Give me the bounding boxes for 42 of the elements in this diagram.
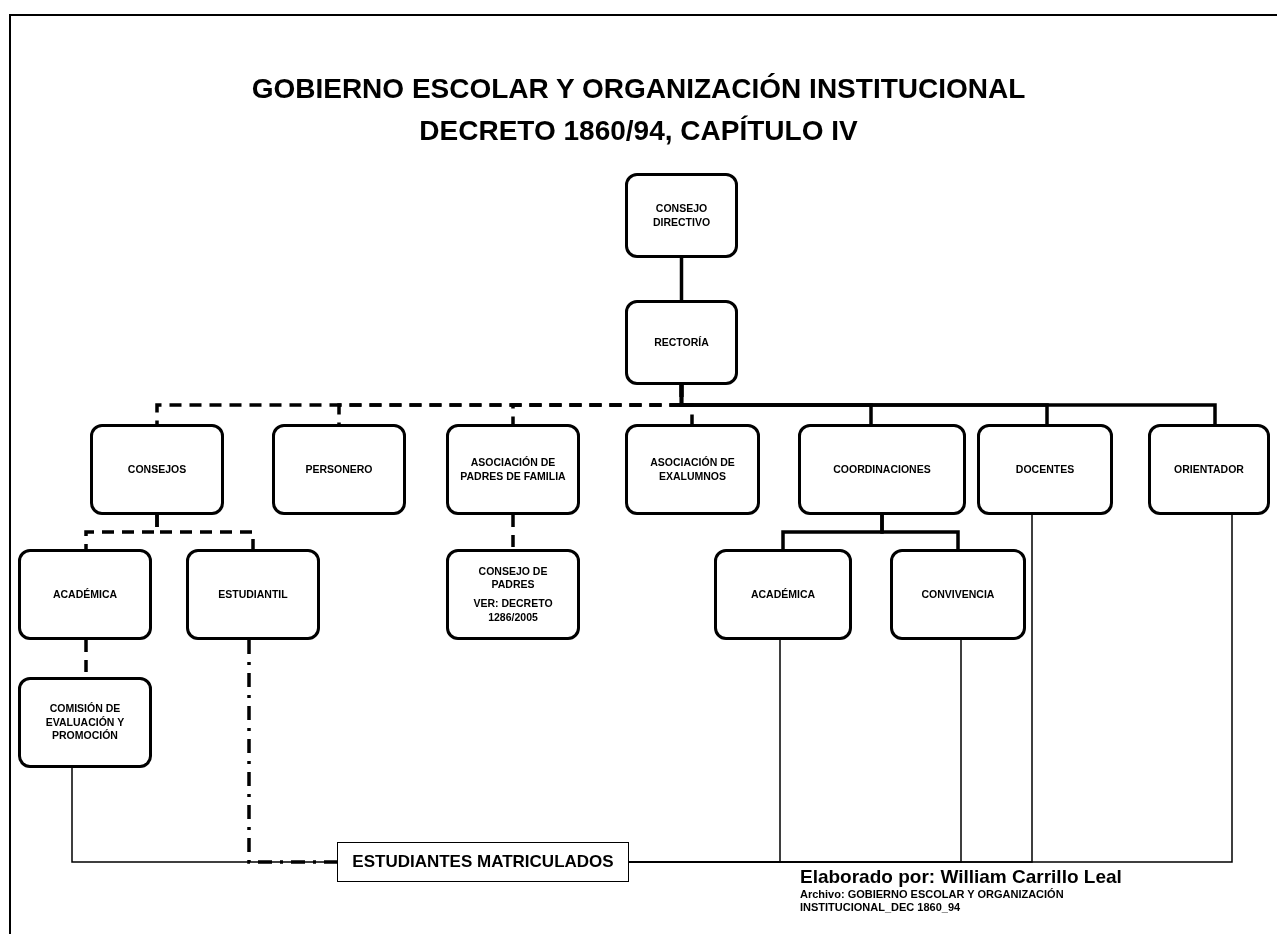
unit-name: CONSEJO DE PADRES (477, 564, 549, 592)
connector-line (247, 640, 337, 864)
unit-name: RECTORÍA (654, 335, 709, 350)
org-unit-box (18, 549, 152, 640)
author-credit: Elaborado por: William Carrillo Leal (800, 866, 1123, 888)
unit-name: COORDINACIONES (833, 462, 931, 477)
connector-line (679, 258, 684, 300)
diagram-title: GOBIERNO ESCOLAR Y ORGANIZACIÓN INSTITUCIONAL DECRETO 1860/94, CAPÍTULO IV (250, 72, 1027, 148)
unit-name: PERSONERO (305, 462, 373, 477)
org-unit-box (625, 173, 738, 258)
org-unit-box (890, 549, 1026, 640)
org-unit-box (625, 300, 738, 385)
unit-name: ORIENTADOR (1174, 462, 1244, 477)
org-unit-box (714, 549, 852, 640)
unit-name: ASOCIACIÓN DE EXALUMNOS (649, 455, 736, 484)
unit-name: VER: DECRETO 1286/2005 (472, 597, 554, 625)
org-unit-box (90, 424, 224, 515)
connector-line (679, 385, 1217, 424)
org-unit-box (186, 549, 320, 640)
unit-name: ACADÉMICA (750, 587, 816, 602)
unit-name: ACADÉMICA (52, 587, 118, 602)
connector-line (511, 515, 515, 549)
org-unit-box (625, 424, 760, 515)
connector-line (880, 515, 960, 549)
org-unit-box (446, 424, 580, 515)
org-unit-box (798, 424, 966, 515)
group-box (337, 842, 629, 882)
connector-line (155, 515, 255, 549)
unit-name: COMISIÓN DE EVALUACIÓN Y PROMOCIÓN (44, 702, 126, 743)
org-unit-box (446, 549, 580, 640)
file-note: Archivo: GOBIERNO ESCOLAR Y ORGANIZACIÓN INSTITUCIONAL_DEC 1860_94 (800, 888, 1065, 914)
unit-name: ESTUDIANTES MATRICULADOS (352, 850, 614, 873)
unit-name: CONVIVENCIA (921, 587, 995, 602)
unit-name: CONSEJOS (127, 462, 187, 477)
org-unit-box (1148, 424, 1270, 515)
org-unit-box (18, 677, 152, 768)
unit-name: ESTUDIANTIL (218, 587, 288, 602)
org-unit-box (272, 424, 406, 515)
unit-name: CONSEJO DIRECTIVO (651, 201, 712, 230)
org-unit-box (977, 424, 1113, 515)
unit-name: DOCENTES (1015, 462, 1075, 477)
unit-name: ASOCIACIÓN DE PADRES DE FAMILIA (459, 455, 567, 484)
